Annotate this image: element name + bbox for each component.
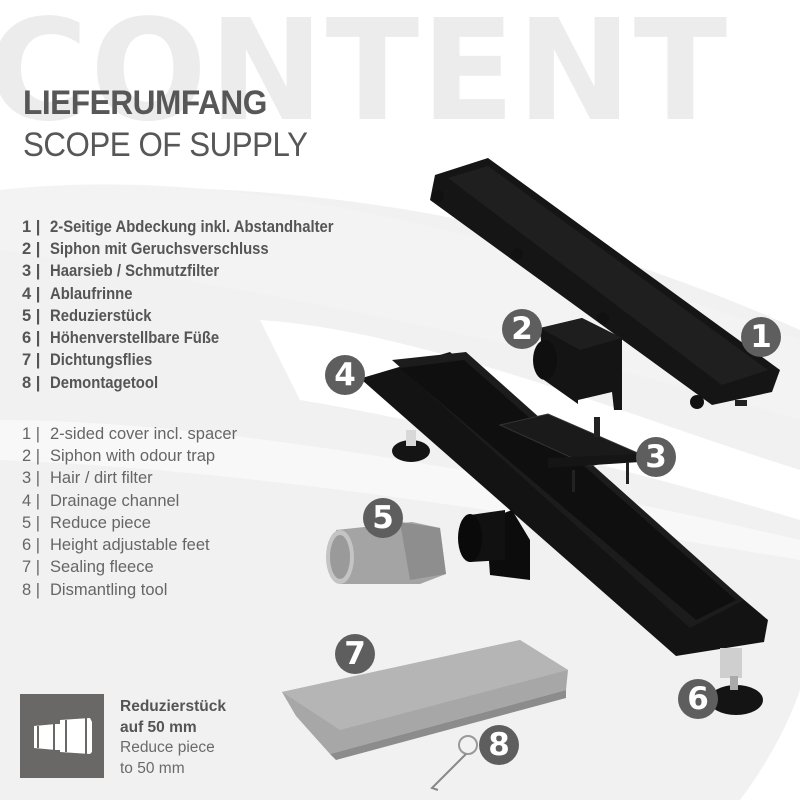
- item-label: Ablaufrinne: [50, 284, 133, 303]
- adjustable-foot-icon: [392, 430, 763, 715]
- item-number: 6 |: [22, 536, 41, 555]
- item-number: 1 |: [22, 424, 41, 443]
- reducer-piece-icon: [326, 522, 446, 584]
- item-label: Drainage channel: [50, 491, 180, 510]
- dismantling-tool-icon: [430, 735, 478, 791]
- list-item: 3 | Hair / dirt filter: [22, 468, 237, 490]
- item-label: Demontagetool: [50, 373, 159, 392]
- item-label: 2-sided cover incl. spacer: [50, 424, 238, 443]
- hair-filter-icon: [498, 413, 642, 492]
- item-label: Dichtungsflies: [50, 351, 153, 370]
- list-item: 2 | Siphon mit Geruchsverschluss: [22, 238, 365, 260]
- page-title-en: SCOPE OF SUPPLY: [23, 126, 308, 164]
- scope-list-de: 1 | 2-Seitige Abdeckung inkl. Abstandhalt…: [22, 216, 365, 394]
- reducer-pipe-icon: [34, 718, 92, 754]
- page-title-de: LIEFERUMFANG: [23, 84, 267, 122]
- item-number: 2 |: [22, 446, 41, 465]
- item-label: 2-Seitige Abdeckung inkl. Abstandhalter: [50, 217, 334, 236]
- item-label: Siphon with odour trap: [50, 446, 216, 465]
- badge-1: 1: [741, 317, 781, 357]
- scope-list-en: 1 | 2-sided cover incl. spacer 2 | Siphon …: [22, 423, 237, 601]
- item-number: 8 |: [22, 580, 41, 599]
- info-title-en-1: Reduce piece: [120, 739, 215, 756]
- list-item: 2 | Siphon with odour trap: [22, 445, 237, 467]
- list-item: 1 | 2-Seitige Abdeckung inkl. Abstandhalt…: [22, 216, 365, 238]
- siphon-part-icon: [533, 318, 622, 410]
- list-item: 8 | Dismantling tool: [22, 579, 237, 601]
- reducer-info-text: Reduzierstück auf 50 mm Reduce piece to …: [120, 697, 226, 779]
- sealing-fleece-icon: [282, 640, 568, 760]
- drainage-channel-icon: [362, 352, 768, 656]
- item-label: Höhenverstellbare Füße: [50, 329, 220, 348]
- list-item: 8 | Demontagetool: [22, 372, 365, 394]
- item-label: Reduzierstück: [50, 306, 152, 325]
- item-label: Siphon mit Geruchsverschluss: [50, 239, 269, 258]
- list-item: 7 | Dichtungsflies: [22, 350, 365, 372]
- info-title-en-2: to 50 mm: [120, 759, 185, 777]
- badge-3: 3: [636, 437, 676, 477]
- badge-2: 2: [502, 309, 542, 349]
- item-label: Reduce piece: [50, 513, 151, 532]
- info-title-de-1: Reduzierstück: [120, 698, 226, 715]
- item-number: 7 |: [22, 351, 41, 370]
- list-item: 7 | Sealing fleece: [22, 557, 237, 579]
- item-number: 5 |: [22, 513, 41, 532]
- item-label: Hair / dirt filter: [50, 469, 153, 488]
- item-label: Height adjustable feet: [50, 536, 210, 555]
- badge-4: 4: [325, 355, 365, 395]
- item-number: 4 |: [22, 284, 41, 303]
- item-number: 8 |: [22, 373, 41, 392]
- reducer-info-icon-box: [20, 694, 104, 778]
- list-item: 6 | Höhenverstellbare Füße: [22, 327, 365, 349]
- badge-7: 7: [335, 634, 375, 674]
- list-item: 5 | Reduzierstück: [22, 305, 365, 327]
- list-item: 5 | Reduce piece: [22, 512, 237, 534]
- item-number: 5 |: [22, 306, 41, 325]
- item-number: 1 |: [22, 217, 41, 236]
- list-item: 1 | 2-sided cover incl. spacer: [22, 423, 237, 445]
- info-title-de-2: auf 50 mm: [120, 718, 197, 736]
- item-number: 4 |: [22, 491, 41, 510]
- item-label: Haarsieb / Schmutzfilter: [50, 262, 220, 281]
- item-number: 2 |: [22, 239, 41, 258]
- badge-8: 8: [479, 725, 519, 765]
- item-number: 3 |: [22, 262, 41, 281]
- background-watermark: CONTENT: [0, 0, 730, 153]
- item-label: Dismantling tool: [50, 580, 168, 599]
- item-number: 3 |: [22, 469, 41, 488]
- list-item: 6 | Height adjustable feet: [22, 534, 237, 556]
- list-item: 3 | Haarsieb / Schmutzfilter: [22, 261, 365, 283]
- cover-part-icon: [430, 158, 780, 409]
- list-item: 4 | Drainage channel: [22, 490, 237, 512]
- item-number: 6 |: [22, 329, 41, 348]
- badge-5: 5: [363, 498, 403, 538]
- badge-6: 6: [678, 679, 718, 719]
- list-item: 4 | Ablaufrinne: [22, 283, 365, 305]
- item-number: 7 |: [22, 558, 41, 577]
- item-label: Sealing fleece: [50, 558, 154, 577]
